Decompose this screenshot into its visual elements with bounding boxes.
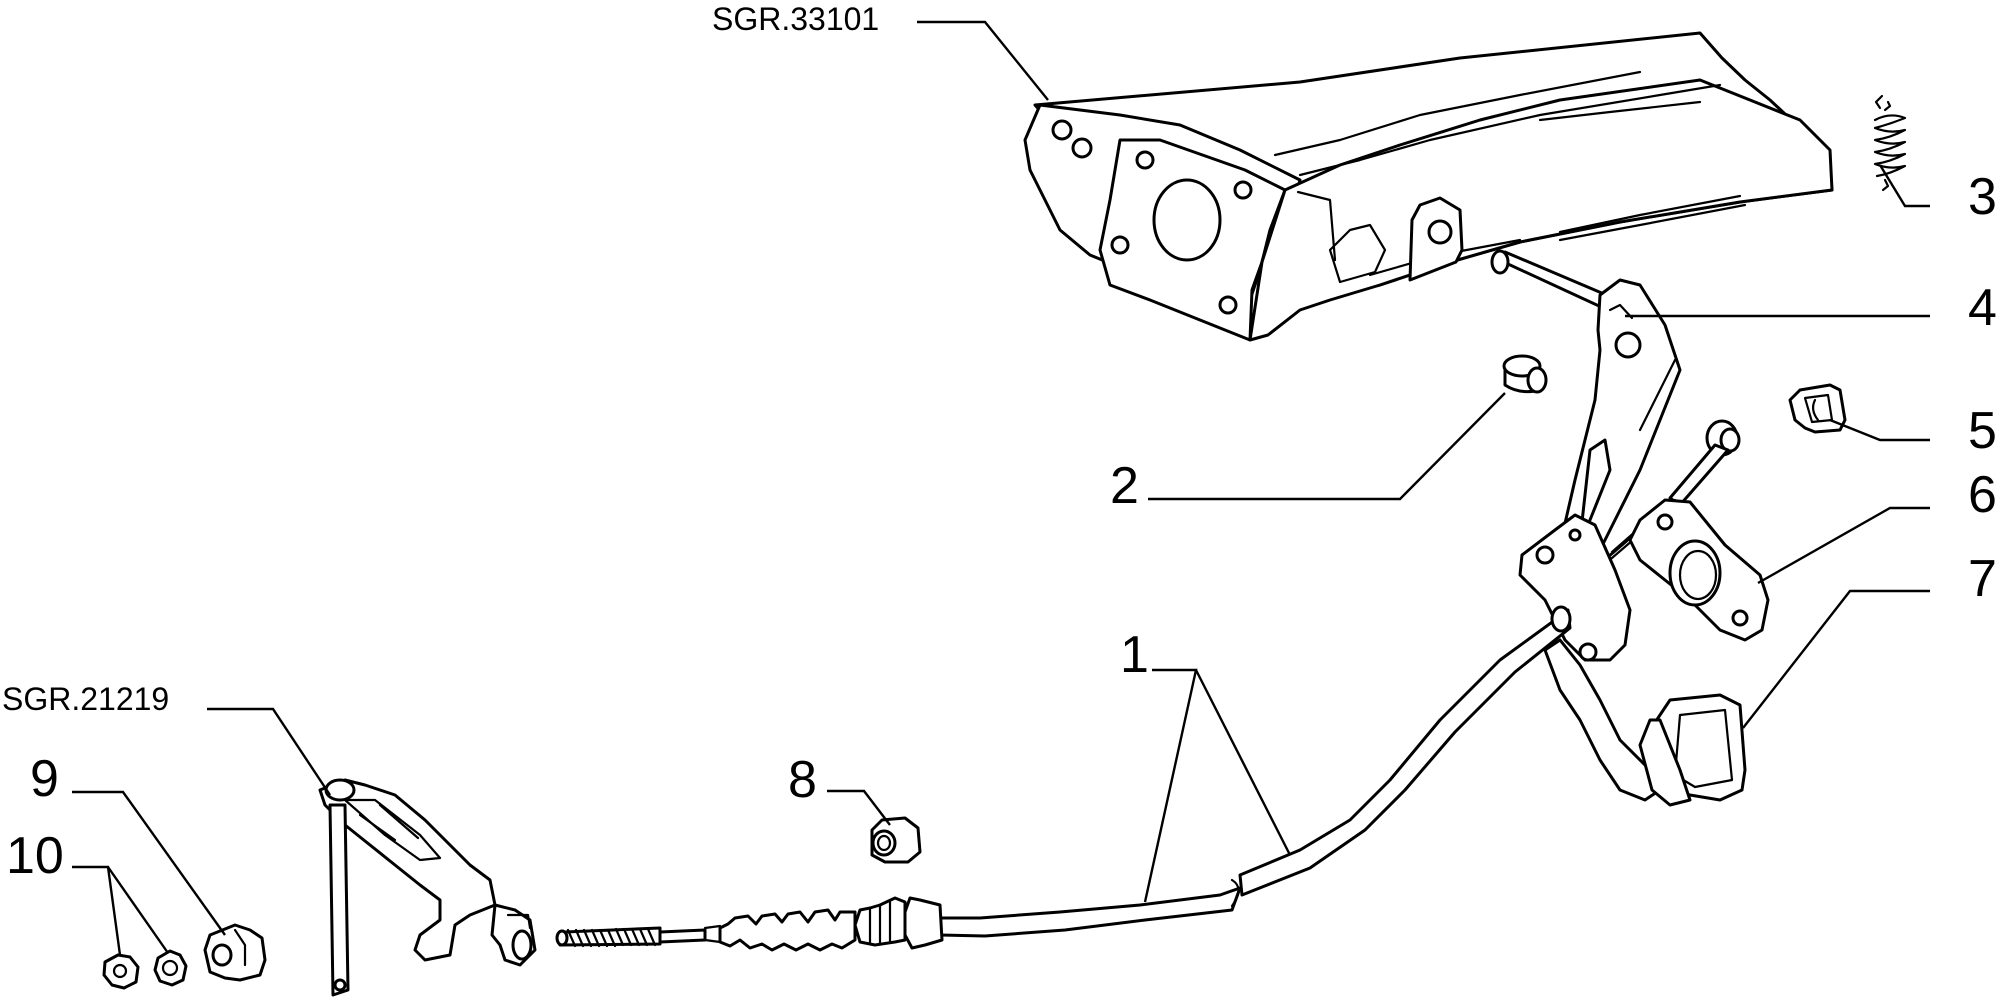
- callout-2: 2: [1110, 457, 1139, 515]
- flange-gasket: [1628, 498, 1770, 642]
- callout-7: 7: [1968, 550, 1997, 608]
- pedal-support-bracket: [1023, 31, 1834, 342]
- pedal-pad: [1638, 693, 1747, 807]
- cable-support-bracket: [318, 778, 537, 997]
- callout-8: 8: [788, 751, 817, 809]
- cable-flange-plate: [1518, 513, 1632, 662]
- callout-5: 5: [1968, 402, 1997, 460]
- callout-10: 10: [6, 827, 64, 885]
- washer-10: [153, 949, 188, 987]
- ref-label-sgr-33101: SGR.33101: [712, 1, 879, 37]
- leader-lines: [72, 20, 1930, 956]
- pedal-pivot-pin: [1490, 249, 1632, 320]
- clutch-cable: [555, 605, 1572, 952]
- callout-1: 1: [1120, 626, 1149, 684]
- return-spring: [1873, 94, 1907, 192]
- pivot-bushing: [1502, 354, 1548, 394]
- nut-10: [102, 953, 140, 990]
- ref-label-sgr-21219: SGR.21219: [2, 681, 169, 717]
- pedal-arm: [1543, 278, 1682, 802]
- callout-6: 6: [1968, 466, 1997, 524]
- pedal-clip: [1788, 383, 1847, 434]
- callout-3: 3: [1968, 168, 1997, 226]
- callout-9: 9: [30, 750, 59, 808]
- cage-nut: [203, 923, 267, 982]
- nut-8: [870, 816, 922, 864]
- callout-4: 4: [1968, 279, 1997, 337]
